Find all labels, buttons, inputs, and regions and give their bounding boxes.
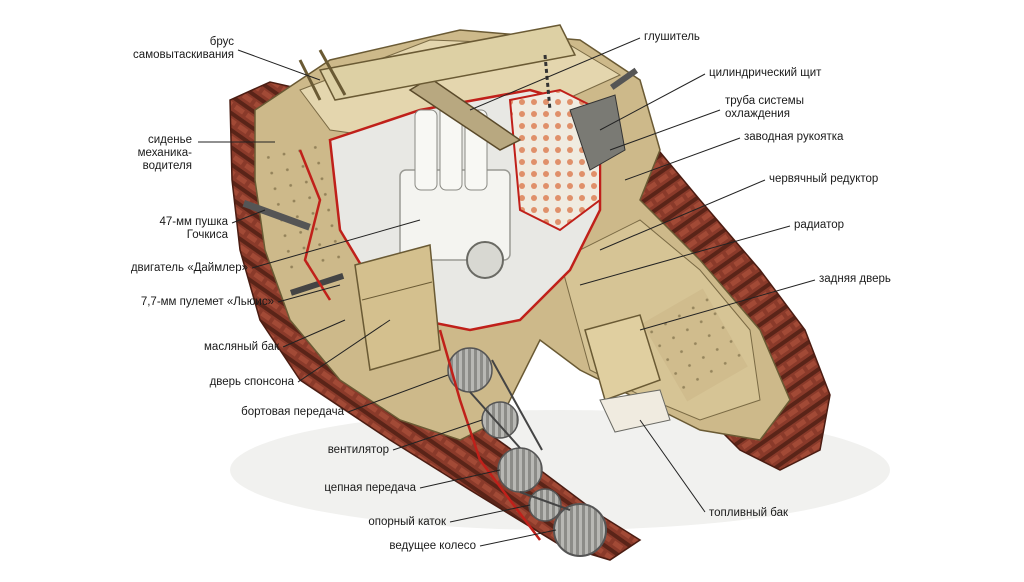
sponson-door-shape bbox=[354, 244, 441, 371]
label-daimler-engine: двигатель «Даймлер» bbox=[131, 262, 248, 275]
label-line: глушитель bbox=[644, 31, 700, 43]
leader-sponson-door bbox=[297, 319, 391, 383]
leader-fan bbox=[392, 419, 483, 451]
rear-door-shape bbox=[584, 314, 661, 401]
label-line: радиатор bbox=[794, 219, 844, 231]
leader-cylindrical-shield bbox=[599, 73, 706, 131]
sponson-door-hinge bbox=[361, 281, 433, 301]
label-line: дверь спонсона bbox=[209, 376, 294, 388]
leader-daimler-engine bbox=[251, 219, 421, 269]
label-lewis-gun: 7,7-мм пулемет «Льюис» bbox=[141, 296, 274, 309]
label-driver-seat: сиденье механика- водителя bbox=[138, 134, 192, 173]
label-drive-wheel: ведущее колесо bbox=[389, 540, 476, 553]
beam-rail-left bbox=[298, 49, 347, 101]
label-line: 7,7-мм пулемет «Льюис» bbox=[140, 296, 274, 308]
label-crank-handle: заводная рукоятка bbox=[744, 131, 843, 144]
label-muffler: глушитель bbox=[644, 31, 700, 44]
leader-cooling-pipe bbox=[609, 109, 721, 151]
label-cylindrical-shield: цилиндрический щит bbox=[709, 67, 821, 80]
label-oil-tank: масляный бак bbox=[204, 341, 279, 354]
label-line: Гочкиса bbox=[186, 229, 228, 241]
label-line: цепная передача bbox=[324, 482, 416, 494]
label-line: 47-мм пушка bbox=[159, 216, 228, 228]
label-line: опорный каток bbox=[368, 516, 446, 528]
label-line: охлаждения bbox=[725, 108, 790, 120]
drive-wheel-shape bbox=[553, 503, 607, 557]
label-road-wheel: опорный каток bbox=[368, 516, 446, 529]
rivet-panel-rear bbox=[642, 288, 748, 402]
label-line: механика- bbox=[137, 147, 192, 159]
unditching-beam bbox=[318, 24, 577, 101]
chain-gear bbox=[497, 447, 543, 493]
label-line: бортовая передача bbox=[241, 406, 344, 418]
leader-crank-handle bbox=[624, 137, 741, 181]
label-line: труба системы bbox=[725, 95, 804, 107]
label-line: двигатель «Даймлер» bbox=[130, 262, 248, 274]
beam-chain bbox=[543, 54, 552, 111]
leader-rear-door bbox=[639, 279, 816, 331]
fan-wheel bbox=[481, 401, 519, 439]
label-line: цилиндрический щит bbox=[709, 67, 822, 79]
leader-side-gear bbox=[347, 374, 449, 413]
label-hotchkiss-gun: 47-мм пушка Гочкиса bbox=[159, 216, 228, 242]
lewis-gun-barrel bbox=[290, 273, 345, 296]
leader-radiator bbox=[579, 225, 791, 286]
label-line: заводная рукоятка bbox=[744, 131, 844, 143]
leader-lines bbox=[198, 37, 816, 547]
label-chain-drive: цепная передача bbox=[324, 482, 416, 495]
label-rear-door: задняя дверь bbox=[819, 273, 891, 286]
label-line: вентилятор bbox=[327, 444, 389, 456]
leader-lewis-gun bbox=[277, 284, 341, 303]
engine-top bbox=[414, 109, 438, 191]
label-side-gear: бортовая передача bbox=[241, 406, 344, 419]
label-line: самовытаскивания bbox=[133, 49, 234, 61]
leader-hotchkiss-gun bbox=[231, 209, 266, 224]
cut-edge-lower bbox=[438, 329, 541, 541]
leader-chain-drive bbox=[419, 469, 501, 489]
label-line: масляный бак bbox=[204, 341, 279, 353]
label-radiator: радиатор bbox=[794, 219, 844, 232]
label-line: задняя дверь bbox=[819, 273, 891, 285]
leader-road-wheel bbox=[449, 504, 531, 523]
rivet-panel-front bbox=[258, 145, 342, 275]
drive-chain bbox=[469, 359, 571, 511]
leader-self-recovery-beam bbox=[237, 49, 321, 81]
hotchkiss-gun-barrel bbox=[242, 200, 311, 231]
leader-drive-wheel bbox=[479, 529, 557, 547]
label-line: водителя bbox=[142, 160, 192, 172]
leader-fuel-tank bbox=[639, 419, 706, 513]
label-fuel-tank: топливный бак bbox=[709, 507, 788, 520]
leader-worm-gearbox bbox=[599, 179, 766, 251]
cylindrical-shield-shape bbox=[569, 94, 626, 171]
flywheel bbox=[466, 241, 504, 279]
label-worm-gearbox: червячный редуктор bbox=[769, 173, 878, 186]
label-sponson-door: дверь спонсона bbox=[210, 376, 294, 389]
cut-edge-front bbox=[298, 149, 332, 301]
leader-oil-tank bbox=[282, 319, 346, 348]
label-self-recovery-beam: брус самовытаскивания bbox=[133, 36, 234, 62]
fuel-tank-shape bbox=[599, 389, 671, 433]
label-line: топливный бак bbox=[709, 507, 788, 519]
label-line: брус bbox=[209, 36, 234, 48]
leader-muffler bbox=[469, 37, 641, 111]
label-cooling-pipe: труба системы охлаждения bbox=[725, 95, 804, 121]
label-line: ведущее колесо bbox=[389, 540, 476, 552]
label-line: сиденье bbox=[147, 134, 192, 146]
rear-gun-barrel bbox=[610, 67, 639, 90]
label-line: червячный редуктор bbox=[769, 173, 879, 185]
label-fan: вентилятор bbox=[328, 444, 389, 457]
